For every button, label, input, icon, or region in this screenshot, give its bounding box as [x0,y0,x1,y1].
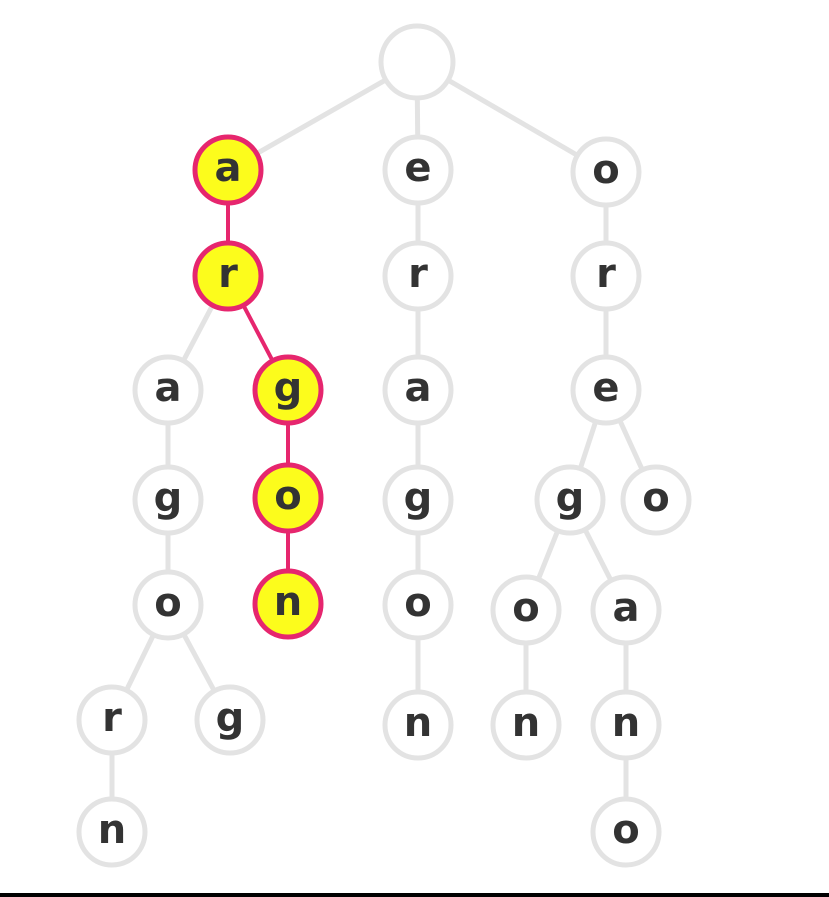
node-e2: e [570,354,642,426]
node-r2: r [76,684,148,756]
node-circle [132,464,204,536]
node-label: r [102,695,122,741]
node-circle [382,569,454,641]
node-circle [382,689,454,761]
node-circle [570,240,642,312]
node-circle [252,568,324,640]
node-circle [382,134,454,206]
node-label: a [405,365,432,411]
node-n2: n [252,568,324,640]
node-n1: n [76,796,148,868]
node-circle [192,134,264,206]
node-circle [132,354,204,426]
node-o4: o [570,136,642,208]
node-circle [590,689,662,761]
node-label: n [612,700,640,746]
node-circle [76,796,148,868]
node-n5: n [590,689,662,761]
node-label: g [404,475,433,521]
node-n3: n [382,689,454,761]
node-n4: n [490,689,562,761]
node-label: g [556,475,585,521]
node-label: a [155,365,182,411]
node-o3: o [382,569,454,641]
node-circle [490,574,562,646]
node-e1: e [382,134,454,206]
node-label: r [408,251,428,297]
node-label: o [592,147,619,193]
node-o6: o [590,796,662,868]
node-g4: g [382,464,454,536]
node-a4: a [590,574,662,646]
node-label: n [274,579,302,625]
node-circle [192,240,264,312]
node-circle [570,136,642,208]
node-r4: r [570,240,642,312]
node-circle [534,464,606,536]
node-o1: o [132,569,204,641]
node-root [378,23,456,101]
node-circle [382,240,454,312]
node-circle [620,464,692,536]
node-circle [252,462,324,534]
node-o5: o [490,574,562,646]
node-label: g [216,695,245,741]
node-label: a [613,585,640,631]
node-circle [382,354,454,426]
node-label: r [218,251,238,297]
node-circle [382,464,454,536]
node-label: o [274,473,301,519]
node-circle [76,684,148,756]
node-a2: a [132,354,204,426]
node-label: o [404,580,431,626]
node-label: n [98,807,126,853]
node-r1: r [192,240,264,312]
node-label: g [274,365,303,411]
node-label: n [512,700,540,746]
node-a3: a [382,354,454,426]
node-label: o [512,585,539,631]
node-label: g [154,475,183,521]
node-label: n [404,700,432,746]
node-o7: o [620,464,692,536]
node-label: r [596,251,616,297]
node-circle [194,684,266,756]
node-circle [590,574,662,646]
node-label: o [154,580,181,626]
node-circle [252,354,324,426]
node-label: e [404,145,431,191]
node-g3: g [252,354,324,426]
node-circle [570,354,642,426]
node-label: a [215,145,242,191]
node-circle [378,23,456,101]
node-g2: g [194,684,266,756]
node-g5: g [534,464,606,536]
node-circle [132,569,204,641]
nodes-layer: a r a g o r n g g o n e r a g o n o r e g o n a n o o [76,23,692,868]
node-g1: g [132,464,204,536]
node-circle [490,689,562,761]
node-r3: r [382,240,454,312]
node-circle [590,796,662,868]
node-o2: o [252,462,324,534]
bottom-border [0,893,829,897]
node-a1: a [192,134,264,206]
node-label: o [612,807,639,853]
node-label: o [642,475,669,521]
node-label: e [592,365,619,411]
